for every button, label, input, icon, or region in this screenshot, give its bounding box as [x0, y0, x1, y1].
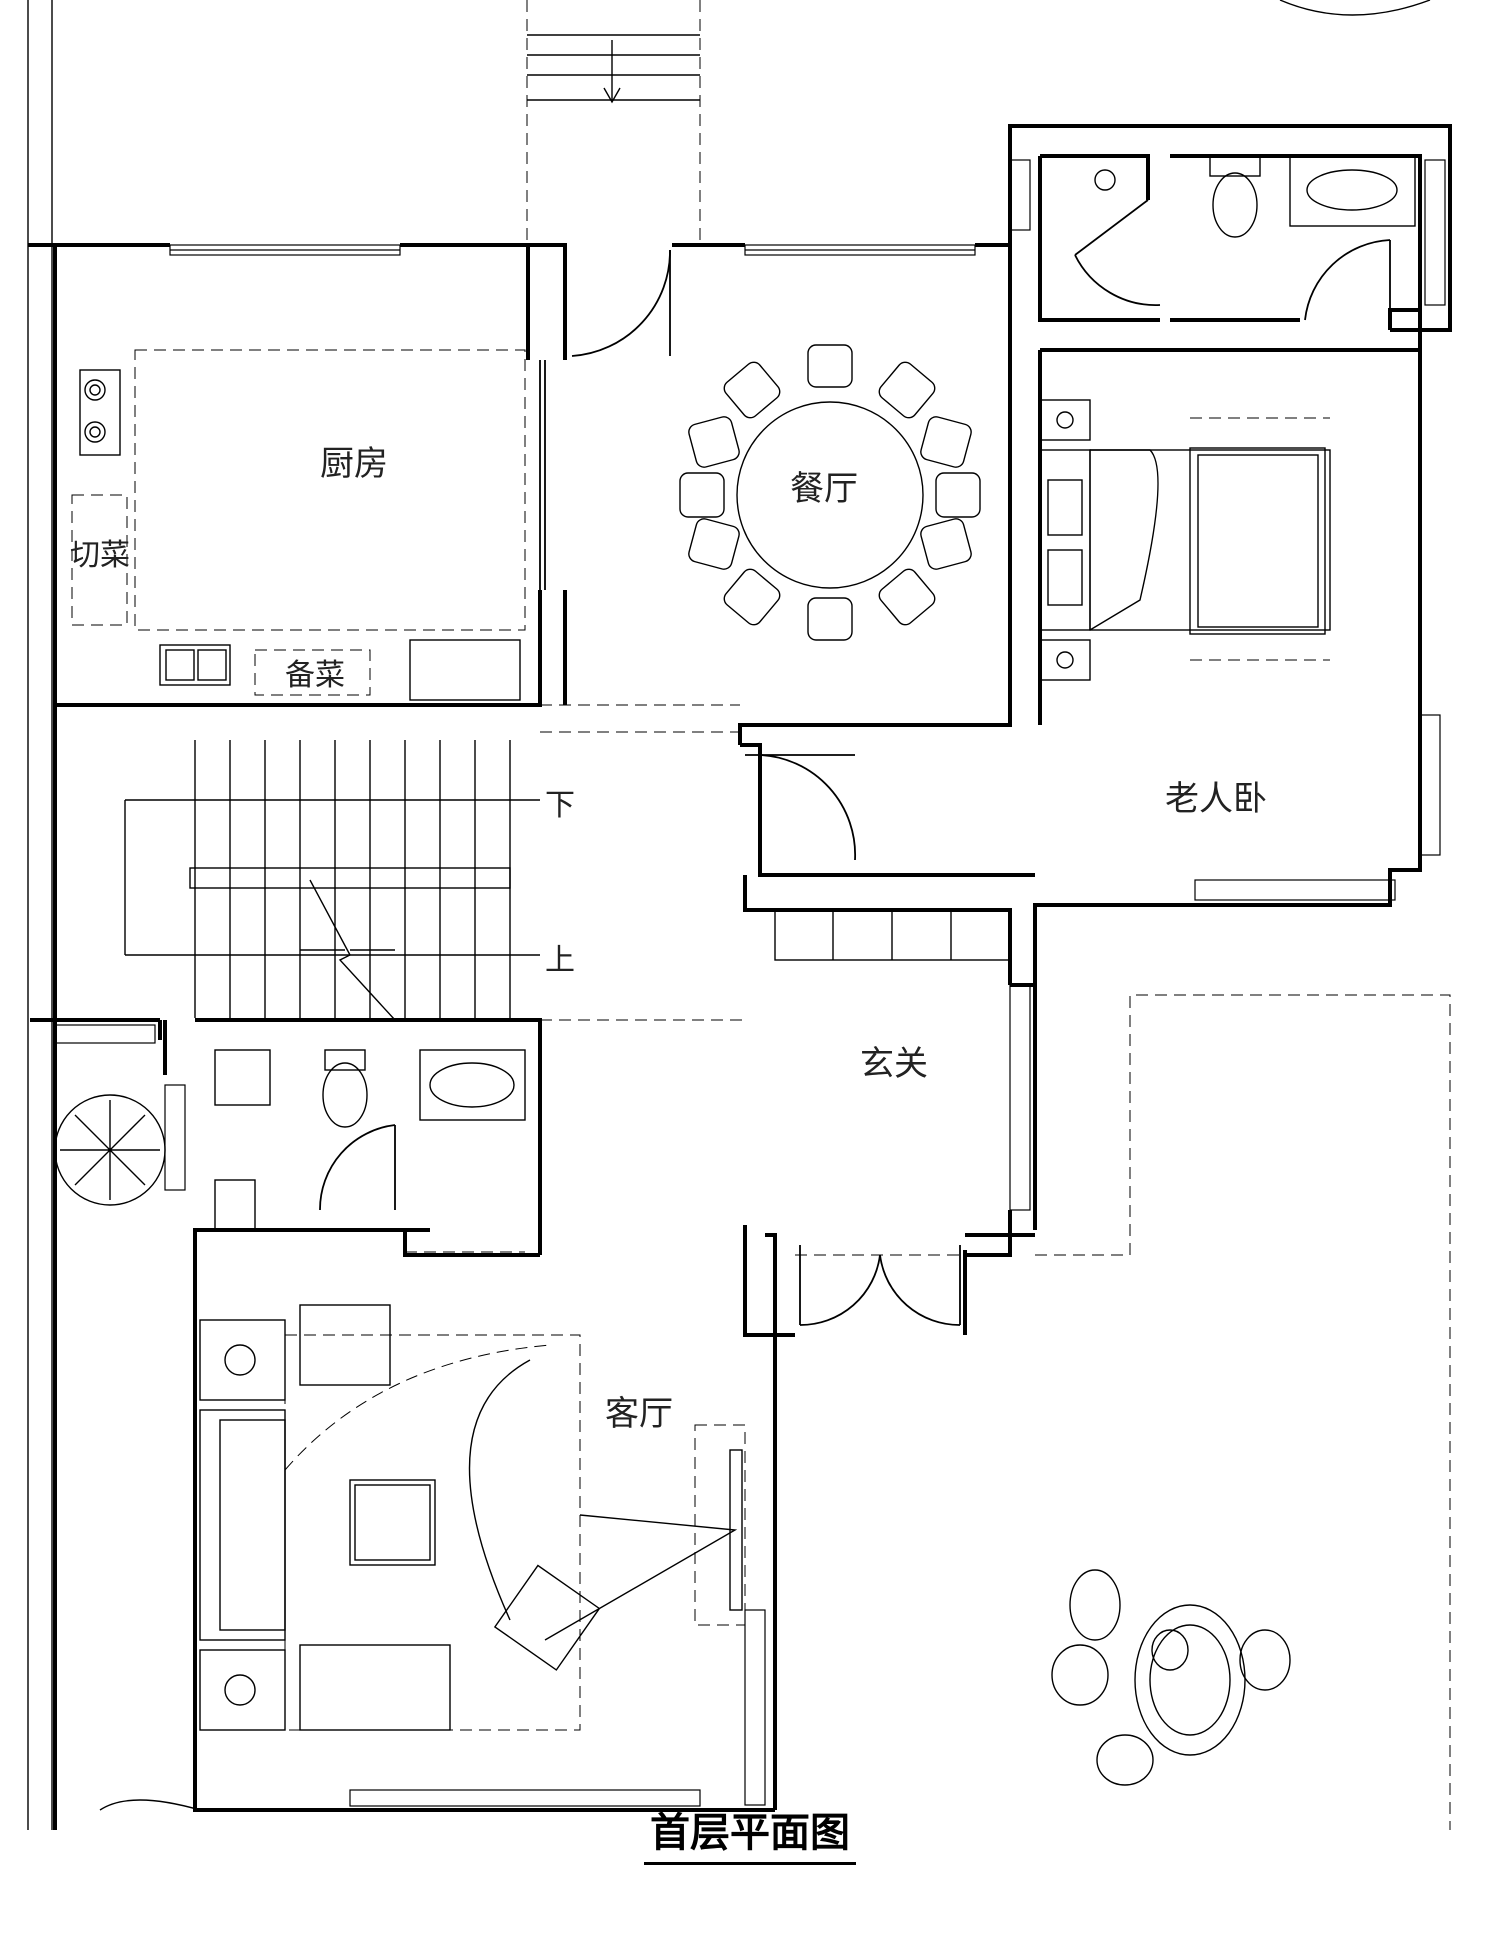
- fixture-label-cutting: 切菜: [70, 538, 130, 573]
- drawing-title: 首层平面图: [0, 1800, 1500, 1865]
- windows: [54, 159, 1446, 1807]
- room-label-kitchen: 厨房: [320, 444, 388, 484]
- room-label-dining: 餐厅: [790, 469, 858, 509]
- rockery: [1051, 1569, 1291, 1786]
- foyer-cabinet: [774, 909, 1011, 961]
- north-bathroom: [1094, 155, 1416, 238]
- site-boundary: [27, 0, 53, 1830]
- room-label-foyer: 玄关: [860, 1044, 928, 1084]
- fixture-label-prep: 备菜: [285, 658, 345, 693]
- landscape: [54, 0, 1431, 1811]
- north-steps: [526, 0, 701, 242]
- doors: [319, 199, 1391, 1326]
- kitchen-fixtures: [71, 349, 526, 701]
- walls: [28, 124, 1452, 1830]
- room-label-living: 客厅: [605, 1394, 673, 1434]
- stair-label-up: 上: [545, 943, 575, 978]
- south-bathroom: [214, 1049, 526, 1231]
- room-label-elder-bedroom: 老人卧: [1165, 779, 1267, 819]
- drawing-title-text: 首层平面图: [644, 1810, 856, 1865]
- dining-table: [679, 344, 981, 641]
- stairs: [124, 740, 540, 1021]
- stair-label-down: 下: [545, 788, 575, 823]
- living-furniture: [199, 1304, 746, 1731]
- bed: [1039, 399, 1331, 681]
